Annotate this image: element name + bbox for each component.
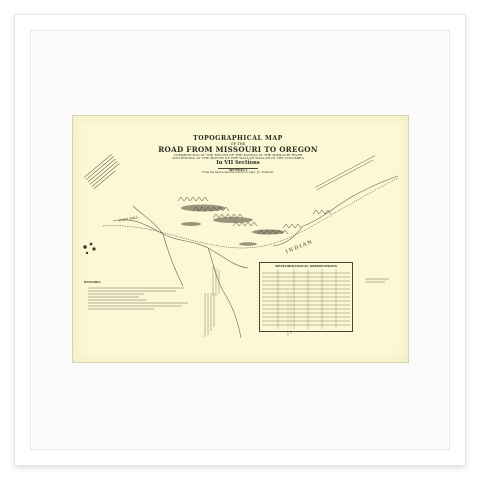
left-rotated-notes (83, 154, 120, 190)
map-title-block: TOPOGRAPHICAL MAP OF THE ROAD FROM MISSO… (133, 135, 343, 175)
title-rule (218, 167, 258, 169)
right-rotated-notes (315, 155, 376, 191)
map-title-of: OF THE (230, 141, 246, 146)
map-subtitle-2: AND ENDING AT THE MOUTH OF THE WALLAH WA… (172, 156, 304, 161)
legend-lines (88, 287, 188, 309)
antique-map: TOPOGRAPHICAL MAP OF THE ROAD FROM MISSO… (73, 116, 408, 362)
table-title: METEOROLOGICAL OBSERVATIONS (275, 264, 337, 268)
small-islands (83, 242, 96, 255)
map-subtitle-1: COMMENCING AT THE MOUTH OF THE KANSAS IN… (173, 152, 303, 157)
mountain-ridges (177, 196, 332, 235)
legend-title: REMARKS (84, 280, 101, 284)
map-from-line: From the field notes and journal of Capt… (202, 171, 274, 175)
map-drawing (83, 175, 399, 339)
map-section-label: SECTION I (228, 168, 248, 173)
table-grid (262, 269, 350, 329)
mountain-shading (181, 204, 284, 246)
trail-route (102, 177, 399, 249)
right-note (365, 278, 389, 283)
map-title: TOPOGRAPHICAL MAP (193, 135, 283, 142)
meteorological-table: METEOROLOGICAL OBSERVATIONS (259, 262, 353, 332)
map-title-route: ROAD FROM MISSOURI TO OREGON (158, 145, 318, 155)
map-sections: In VII Sections (216, 160, 260, 167)
map-legend: REMARKS (84, 280, 194, 314)
rivers (112, 175, 399, 339)
vertical-notes (204, 293, 215, 337)
